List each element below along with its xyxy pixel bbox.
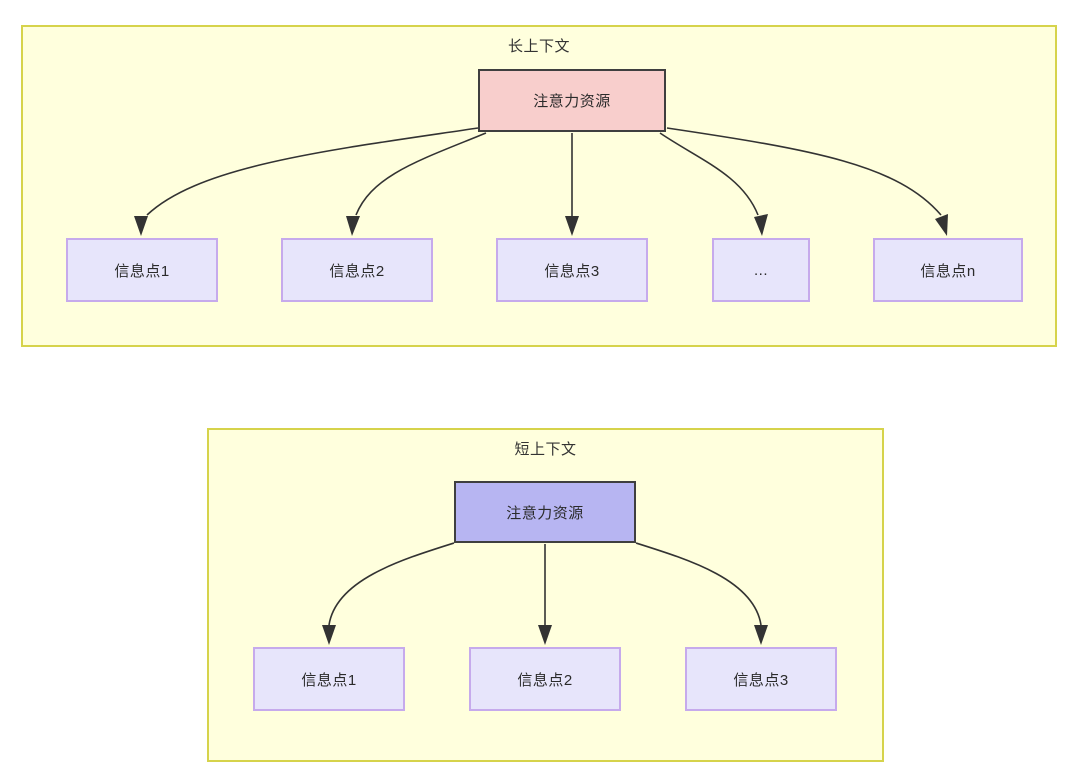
group-long-context-title: 长上下文 (507, 38, 570, 55)
node-attention-resource-long[interactable]: 注意力资源 (478, 69, 666, 132)
node-label: 注意力资源 (533, 93, 611, 110)
node-info-point-n-long[interactable]: 信息点n (873, 238, 1023, 302)
node-label: 信息点3 (544, 262, 600, 280)
node-label: ... (753, 261, 768, 279)
node-label: 信息点3 (733, 671, 789, 689)
node-info-point-1-long[interactable]: 信息点1 (66, 238, 218, 302)
node-label: 信息点n (920, 262, 976, 280)
node-label: 注意力资源 (506, 504, 584, 522)
node-label: 信息点1 (301, 671, 357, 689)
node-label: 信息点2 (517, 671, 573, 689)
node-info-point-ellipsis-long[interactable]: ... (712, 238, 810, 302)
node-info-point-2-long[interactable]: 信息点2 (281, 238, 433, 302)
node-label: 信息点2 (329, 262, 385, 280)
node-info-point-2-short[interactable]: 信息点2 (469, 647, 621, 711)
node-info-point-3-short[interactable]: 信息点3 (685, 647, 837, 711)
group-short-context[interactable]: 短上下文 (207, 428, 884, 762)
node-attention-resource-short[interactable]: 注意力资源 (454, 481, 636, 543)
group-short-context-title: 短上下文 (514, 441, 577, 458)
node-label: 信息点1 (114, 262, 170, 280)
node-info-point-1-short[interactable]: 信息点1 (253, 647, 405, 711)
node-info-point-3-long[interactable]: 信息点3 (496, 238, 648, 302)
